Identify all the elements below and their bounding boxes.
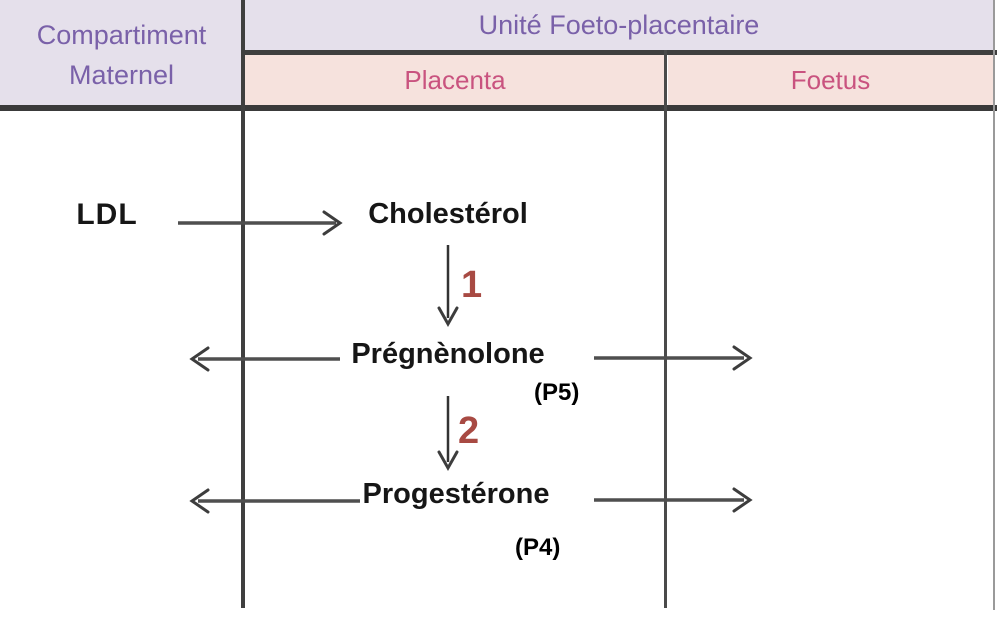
ldl-label: LDL — [76, 198, 138, 231]
right-border-line — [993, 0, 995, 610]
progesterone-to-maternal-arrow — [189, 488, 360, 514]
step2-number: 2 — [458, 410, 480, 452]
maternal-compartment-line1: Compartiment — [36, 19, 207, 50]
header-fetoplacental-unit: Unité Foeto-placentaire — [245, 0, 993, 51]
ldl-to-cholesterol-arrow — [178, 210, 343, 236]
divider-header-bottom — [0, 105, 997, 111]
cholesterol-label: Cholestérol — [368, 198, 528, 230]
header-maternal-compartment: Compartiment Maternel — [0, 0, 243, 105]
pregnenolone-to-foetus-arrow — [594, 345, 753, 371]
step1-number: 1 — [461, 264, 483, 306]
divider-under-unite-header — [243, 50, 997, 55]
header-placenta: Placenta — [245, 55, 665, 105]
pregnenolone-label: Prégnènolone — [351, 338, 545, 370]
p5-label: (P5) — [534, 379, 580, 406]
cholesterol-to-pregnenolone-arrow — [437, 245, 459, 328]
progesterone-label: Progestérone — [362, 478, 550, 510]
column-divider-maternal-placenta — [241, 0, 245, 608]
p4-label: (P4) — [515, 534, 561, 561]
pregnenolone-to-progesterone-arrow — [437, 396, 459, 472]
header-foetus: Foetus — [668, 55, 993, 105]
maternal-compartment-line2: Maternel — [68, 59, 175, 90]
column-divider-placenta-foetus — [664, 50, 667, 608]
progesterone-to-foetus-arrow — [594, 487, 753, 513]
pregnenolone-to-maternal-arrow — [189, 346, 340, 372]
